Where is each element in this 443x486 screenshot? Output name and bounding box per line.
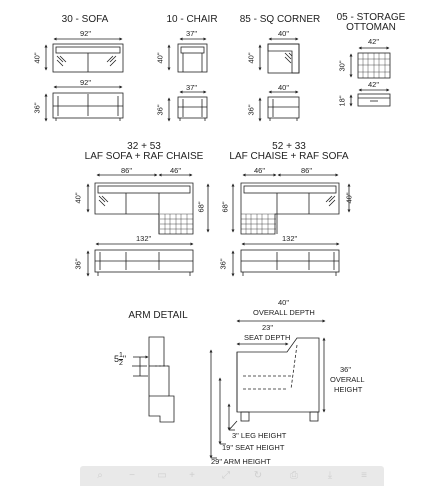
chair-top-view: [167, 37, 208, 73]
arm-detail-title: ARM DETAIL: [128, 310, 188, 321]
chair-title: 10 - CHAIR: [166, 14, 218, 25]
laf-seg1-width: 86": [121, 166, 133, 175]
arm-dim-whole: 5: [114, 354, 120, 364]
seat-height-label: 19" SEAT HEIGHT: [222, 443, 285, 452]
sofa-top-depth: 40": [32, 52, 42, 64]
raf-total-width: 132": [282, 234, 298, 243]
ottoman-title-line1: 05 - STORAGE: [336, 12, 406, 23]
fit-icon[interactable]: ⤢: [222, 470, 230, 481]
leg-height-label: 3" LEG HEIGHT: [232, 431, 287, 440]
raf-section-title-line2: LAF CHAISE + RAF SOFA: [229, 151, 349, 162]
raf-sectional-top-view: [231, 173, 351, 235]
arm-dim-num: 1: [119, 352, 123, 360]
ottoman-top-depth: 30": [337, 60, 347, 72]
chair-front-height: 36": [155, 104, 165, 116]
ottoman-top-width: 42": [368, 37, 380, 46]
ottoman-front-width: 42": [368, 80, 380, 89]
raf-depth: 40": [344, 192, 354, 204]
sofa-front-view: [44, 85, 124, 122]
ottoman-front-view: [349, 88, 391, 107]
rotate-icon[interactable]: ↻: [253, 470, 263, 481]
laf-seg2-width: 46": [170, 166, 182, 175]
corner-title: 85 - SQ CORNER: [239, 14, 321, 25]
print-icon[interactable]: ⎙: [290, 470, 298, 481]
arm-height-label: 29" ARM HEIGHT: [211, 457, 271, 466]
overall-height-line1: OVERALL: [330, 375, 365, 384]
raf-height: 36": [218, 258, 228, 270]
page-icon[interactable]: ▭: [157, 470, 167, 481]
corner-top-view: [258, 37, 300, 74]
overall-depth-value: 40": [278, 298, 290, 307]
corner-front-width: 40": [278, 83, 290, 92]
raf-section-title-line1: 52 + 33: [272, 141, 306, 152]
menu-icon[interactable]: ≡: [361, 470, 367, 481]
chair-top-width: 37": [186, 29, 198, 38]
zoom-out-icon[interactable]: −: [129, 470, 135, 481]
corner-top-width: 40": [278, 29, 290, 38]
zoom-in-icon[interactable]: +: [189, 470, 195, 481]
laf-total-width: 132": [136, 234, 152, 243]
arm-detail-drawing: [132, 336, 175, 423]
arm-dim-den: 2: [119, 360, 123, 367]
sofa-front-height: 36": [32, 102, 42, 114]
laf-height: 36": [73, 258, 83, 270]
corner-front-view: [258, 90, 300, 122]
laf-section-title-line2: LAF SOFA + RAF CHAISE: [84, 151, 204, 162]
chair-front-view: [167, 90, 208, 122]
overall-height-value: 36": [340, 365, 352, 374]
arm-dim-unit: ": [122, 354, 127, 364]
ottoman-front-height: 18": [337, 95, 347, 107]
seat-depth-value: 23": [262, 323, 274, 332]
sofa-title: 30 - SOFA: [61, 14, 109, 25]
sofa-top-view: [44, 37, 124, 73]
laf-section-title-line1: 32 + 53: [127, 141, 161, 152]
corner-top-depth: 40": [246, 52, 256, 64]
viewer-toolbar: ⌕ − ▭ + ⤢ ↻ ⎙ ⤓ ≡: [80, 466, 384, 486]
ottoman-top-view: [349, 46, 391, 79]
chair-top-depth: 40": [155, 52, 165, 64]
laf-chaise-depth: 68": [196, 201, 206, 213]
raf-sectional-front-view: [231, 242, 340, 277]
laf-sectional-front-view: [86, 242, 194, 277]
raf-seg1-width: 46": [254, 166, 266, 175]
raf-chaise-depth: 68": [220, 201, 230, 213]
search-icon[interactable]: ⌕: [97, 470, 103, 481]
sofa-front-width: 92": [80, 78, 92, 87]
profile-drawing: [209, 319, 326, 459]
ottoman-title-line2: OTTOMAN: [346, 22, 396, 33]
corner-front-height: 36": [246, 104, 256, 116]
seat-depth-label: SEAT DEPTH: [244, 333, 291, 342]
overall-height-line2: HEIGHT: [334, 385, 363, 394]
sofa-top-width: 92": [80, 29, 92, 38]
laf-depth: 40": [73, 192, 83, 204]
overall-depth-label: OVERALL DEPTH: [253, 308, 315, 317]
laf-sectional-top-view: [86, 173, 210, 235]
download-icon[interactable]: ⤓: [327, 470, 333, 481]
chair-front-width: 37": [186, 83, 198, 92]
raf-seg2-width: 86": [301, 166, 313, 175]
